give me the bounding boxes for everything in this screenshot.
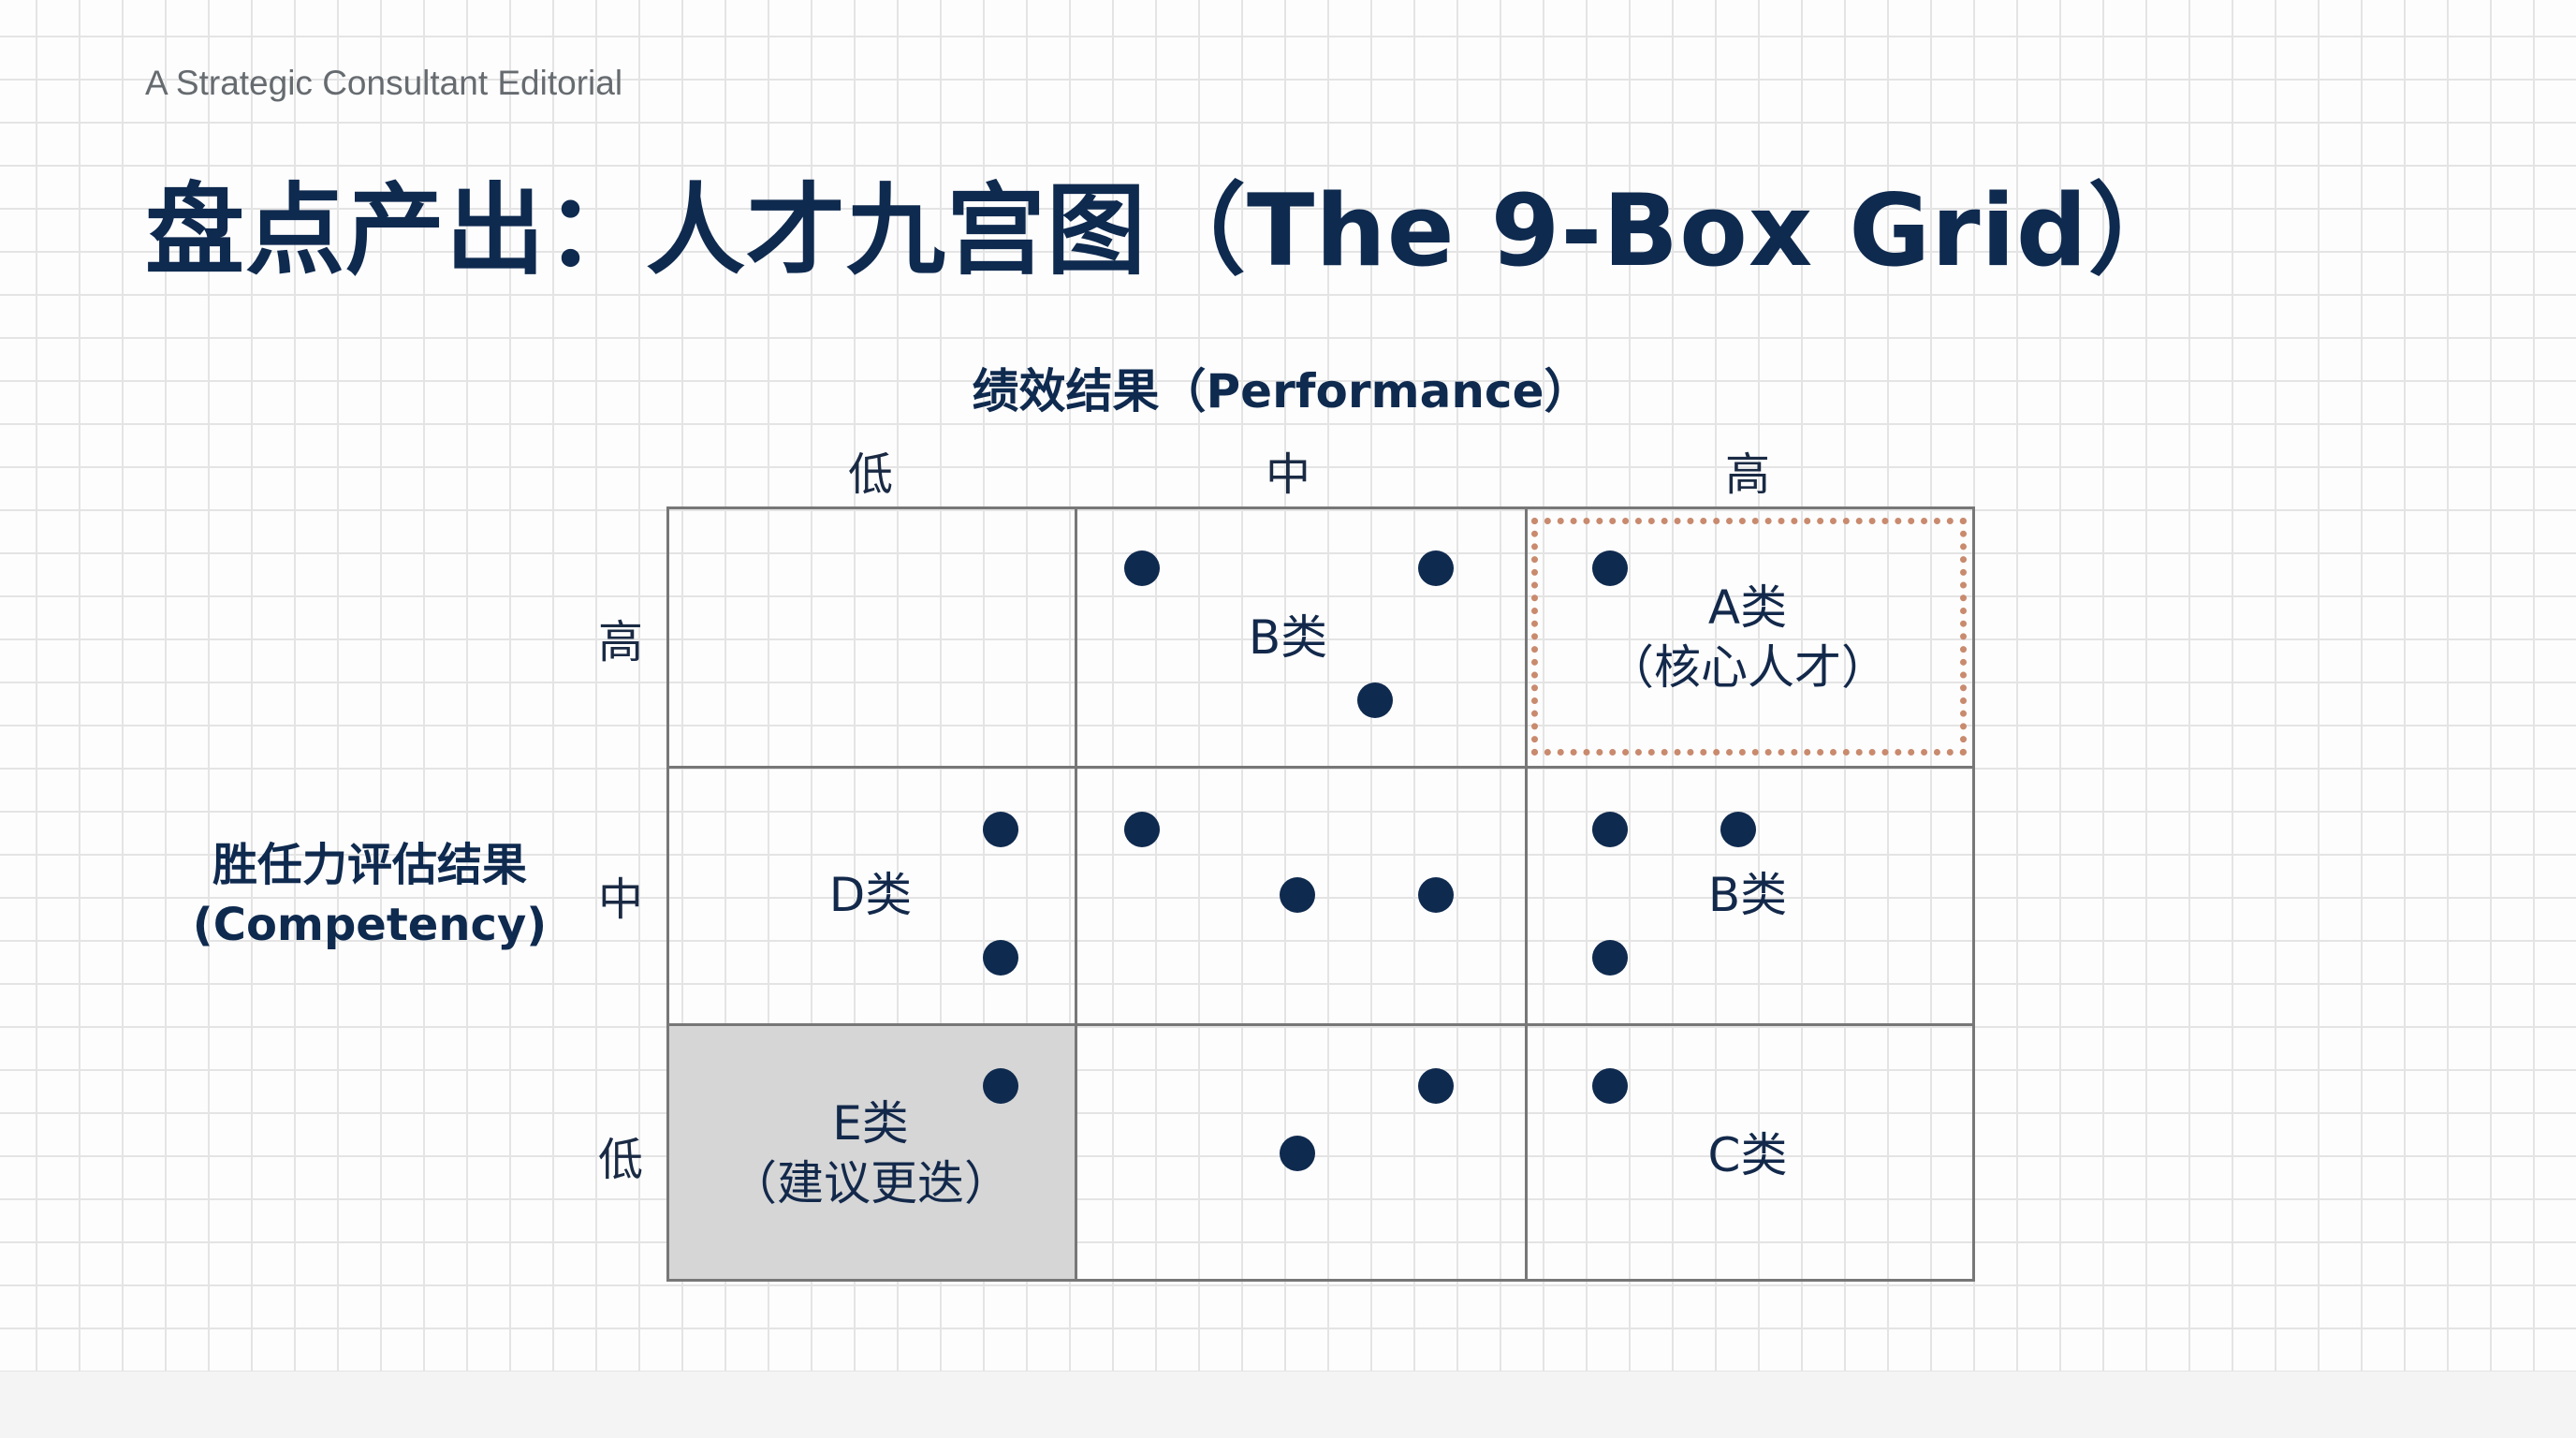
employee-dot [1280,1136,1316,1171]
footer-band [0,1372,2576,1438]
cell-e-sublabel: （建议更迭） [730,1156,1011,1211]
employee-dot [1591,550,1628,587]
cell-label-d: D类 [828,868,913,922]
employee-dot [982,812,1018,848]
y-level-low: 低 [597,1134,644,1186]
grid-paper-background [0,0,2576,1372]
employee-dot [1591,940,1628,976]
grid-divider [669,1023,1972,1026]
cell-label-e: E类 （建议更迭） [730,1093,1011,1213]
employee-dot [1417,877,1454,914]
employee-dot [1123,812,1160,848]
employee-dot [1591,1068,1628,1105]
y-axis-title: 胜任力评估结果 (Competency) [193,835,547,955]
x-level-mid: 中 [1265,448,1311,501]
employee-dot [1417,550,1454,587]
cell-label-a: A类 （核心人才） [1607,578,1888,697]
employee-dot [1720,812,1756,848]
x-axis-title: 绩效结果（Performance） [972,364,1591,418]
employee-dot [1356,682,1393,718]
y-level-high: 高 [597,616,644,668]
employee-dot [1280,877,1316,914]
cell-label-b-high: B类 [1248,610,1328,665]
a-class-highlight-box [1531,518,1967,756]
x-level-high: 高 [1724,448,1771,501]
cell-label-b-mid: B类 [1707,868,1788,922]
employee-dot [1591,812,1628,848]
cell-a-sublabel: （核心人才） [1607,640,1888,695]
cell-e-fill [669,1026,1075,1279]
page-title: 盘点产出：人才九宫图（The 9-Box Grid） [145,173,2188,288]
employee-dot [1417,1068,1454,1105]
cell-label-c: C类 [1707,1128,1788,1182]
cell-e-label: E类 [832,1096,909,1151]
nine-box-grid [666,506,1975,1282]
y-level-mid: 中 [597,873,644,926]
y-axis-title-line2: (Competency) [192,899,548,951]
grid-divider [1075,509,1077,1279]
employee-dot [982,1068,1018,1105]
kicker: A Strategic Consultant Editorial [145,64,623,102]
cell-a-label: A类 [1707,580,1788,635]
x-level-low: 低 [847,448,894,501]
employee-dot [1123,550,1160,587]
y-axis-title-line1: 胜任力评估结果 [212,839,528,891]
grid-divider [1525,509,1528,1279]
employee-dot [982,940,1018,976]
grid-divider [669,766,1972,769]
